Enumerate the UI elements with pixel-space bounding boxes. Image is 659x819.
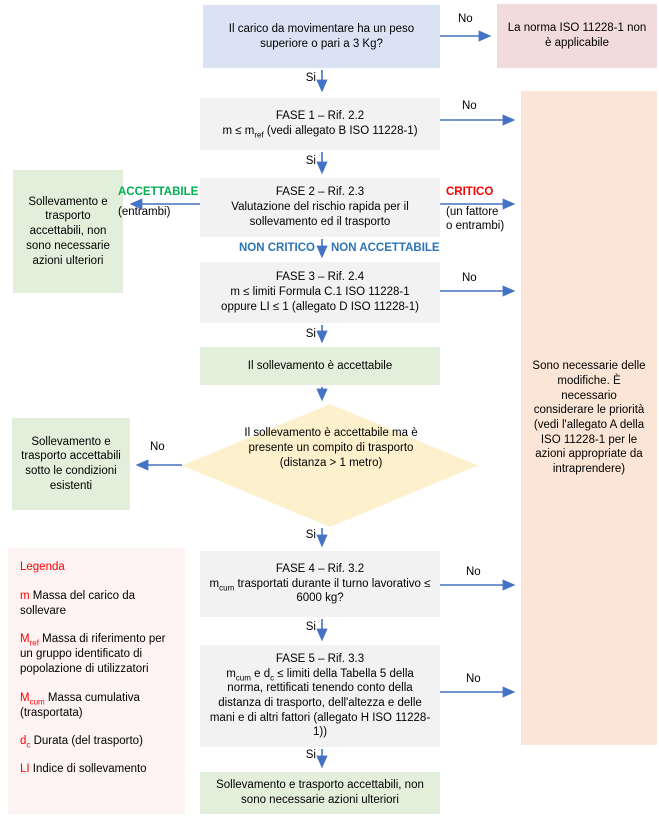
label-critico: CRITICO <box>446 186 494 198</box>
fase2-title: FASE 2 – Rif. 2.3 <box>275 186 365 199</box>
label-critico-sub2: o entrambi) <box>446 220 505 232</box>
legend-title: Legenda <box>20 561 65 573</box>
fase5-title: FASE 5 – Rif. 3.3 <box>275 652 365 665</box>
fase3-title: FASE 3 – Rif. 2.4 <box>275 271 365 284</box>
label-si-fase4: Si <box>305 621 316 633</box>
label-critico-sub1: (un fattore <box>446 206 499 218</box>
label-no-fase5: No <box>466 673 481 685</box>
node-modifiche-necessarie: Sono necessarie delle modifiche. È neces… <box>521 91 657 745</box>
label-si-fase5: Si <box>305 749 316 761</box>
legend-panel: Legenda m Massa del carico da sollevare … <box>8 548 185 814</box>
label-no-fase1: No <box>462 100 477 112</box>
fase3-line3: oppure LI ≤ 1 (allegato D ISO 11228-1) <box>221 300 419 313</box>
legend-item-mcum: Mcum Massa cumulativa (trasportata) <box>20 691 140 719</box>
node-fase5: FASE 5 – Rif. 3.3 mcum e dc ≤ limiti del… <box>200 645 440 747</box>
label-accettabile: ACCETTABILE <box>118 186 199 198</box>
node-left-green-mid-text: Sollevamento e trasporto accettabili sot… <box>21 435 121 492</box>
fase4-title: FASE 4 – Rif. 3.2 <box>275 562 365 575</box>
node-fase4: FASE 4 – Rif. 3.2 mcum trasportati duran… <box>200 551 440 617</box>
legend-item-dc: dc Durata (del trasporto) <box>20 734 143 750</box>
label-non-critico: NON CRITICO <box>238 242 315 254</box>
fase4-body: mcum trasportati durante il turno lavora… <box>209 577 431 605</box>
node-norma-non-applicabile: La norma ISO 11228-1 non è applicabile <box>497 4 657 68</box>
node-left-green-mid: Sollevamento e trasporto accettabili sot… <box>12 418 130 510</box>
fase1-body: m ≤ mref (vedi allegato B ISO 11228-1) <box>222 125 418 140</box>
label-no-diamond: No <box>150 441 165 453</box>
fase1-title: FASE 1 – Rif. 2.2 <box>275 110 365 123</box>
node-norma-non-applicabile-text: La norma ISO 11228-1 non è applicabile <box>507 22 647 49</box>
node-left-green-top-text: Sollevamento e trasporto accettabili, no… <box>26 195 110 267</box>
legend-item-mref: Mref Massa di riferimento per un gruppo … <box>20 633 166 676</box>
node-fase3: FASE 3 – Rif. 2.4 m ≤ limiti Formula C.1… <box>200 262 440 323</box>
label-si-fase3: Si <box>305 328 316 340</box>
fase3-line2: m ≤ limiti Formula C.1 ISO 11228-1 <box>230 286 410 299</box>
node-question-weight-text: Il carico da movimentare ha un peso supe… <box>228 22 415 50</box>
node-fase1: FASE 1 – Rif. 2.2 m ≤ mref (vedi allegat… <box>200 98 440 150</box>
node-green-bottom-text: Sollevamento e trasporto accettabili, no… <box>216 779 424 806</box>
fase5-body: mcum e dc ≤ limiti della Tabella 5 della… <box>209 667 431 739</box>
node-left-green-top: Sollevamento e trasporto accettabili, no… <box>13 170 123 293</box>
label-si-weight: Si <box>305 72 316 84</box>
label-no-fase3: No <box>462 272 477 284</box>
label-non-accettabile: NON ACCETTABILE <box>331 242 440 254</box>
label-si-diamond: Si <box>305 529 316 541</box>
node-diamond-text: Il sollevamento è accettabile ma è prese… <box>244 427 418 470</box>
node-fase2: FASE 2 – Rif. 2.3 Valutazione del rischi… <box>200 178 440 237</box>
node-question-weight: Il carico da movimentare ha un peso supe… <box>203 5 440 68</box>
label-entrambi: (entrambi) <box>118 206 171 218</box>
legend-item-m: m Massa del carico da sollevare <box>20 589 136 617</box>
label-si-fase1: Si <box>305 155 316 167</box>
legend-item-li: LI Indice di sollevamento <box>20 763 147 776</box>
node-green-bottom: Sollevamento e trasporto accettabili, no… <box>200 772 440 814</box>
label-no-weight: No <box>458 13 473 25</box>
fase2-body: Valutazione del rischio rapida per il so… <box>231 201 409 228</box>
node-sollevamento-accettabile-text: Il sollevamento è accettabile <box>247 359 393 372</box>
node-modifiche-necessarie-text: Sono necessarie delle modifiche. È neces… <box>532 360 646 476</box>
label-no-fase4: No <box>466 566 481 578</box>
node-sollevamento-accettabile: Il sollevamento è accettabile <box>200 347 440 385</box>
